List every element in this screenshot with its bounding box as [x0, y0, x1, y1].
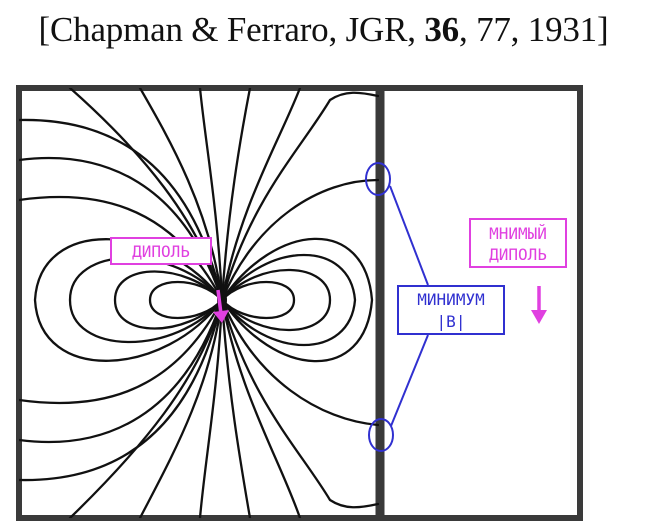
citation-rest: , 77, 1931] — [458, 10, 609, 49]
minimum-label-box — [397, 285, 505, 335]
field-line — [19, 118, 224, 302]
image-dipole-label-line1: МНИМЫЙ — [489, 224, 547, 243]
field-line — [220, 88, 252, 302]
field-line — [220, 298, 302, 518]
field-line — [19, 195, 224, 302]
dipole-marker — [213, 289, 229, 323]
dipole-label-box — [110, 237, 212, 265]
dipole-label: ДИПОЛЬ — [132, 242, 190, 261]
field-line — [220, 178, 379, 302]
minimum-label-line1: МИНИМУМ — [417, 290, 484, 309]
citation-volume: 36 — [424, 10, 459, 49]
minimum-label-line2: |B| — [437, 312, 466, 331]
field-line — [138, 88, 224, 302]
field-line — [198, 298, 224, 518]
citation-authors: Chapman & Ferraro — [50, 10, 329, 49]
citation-open-bracket: [ — [38, 10, 51, 49]
field-line — [19, 298, 224, 444]
field-line — [220, 298, 252, 518]
citation-sep-1: , — [328, 10, 346, 49]
citation-sep-2: , — [407, 10, 425, 49]
field-line — [68, 88, 224, 302]
field-line — [220, 298, 379, 509]
field-line — [68, 298, 224, 518]
field-line — [138, 298, 224, 518]
field-lines — [19, 88, 379, 518]
field-line — [19, 298, 224, 482]
field-line — [220, 88, 302, 302]
image-dipole-label-line2: ДИПОЛЬ — [489, 245, 547, 264]
minimum-pointers — [365, 162, 429, 452]
image-dipole-arrow — [531, 286, 547, 324]
field-line — [220, 298, 379, 427]
field-line — [198, 88, 224, 302]
citation-journal: JGR — [345, 10, 408, 49]
citation-heading: [Chapman & Ferraro, JGR, 36, 77, 1931] — [0, 10, 647, 50]
field-line — [220, 91, 379, 302]
field-line — [19, 298, 224, 405]
image-dipole-label-box — [469, 218, 567, 268]
